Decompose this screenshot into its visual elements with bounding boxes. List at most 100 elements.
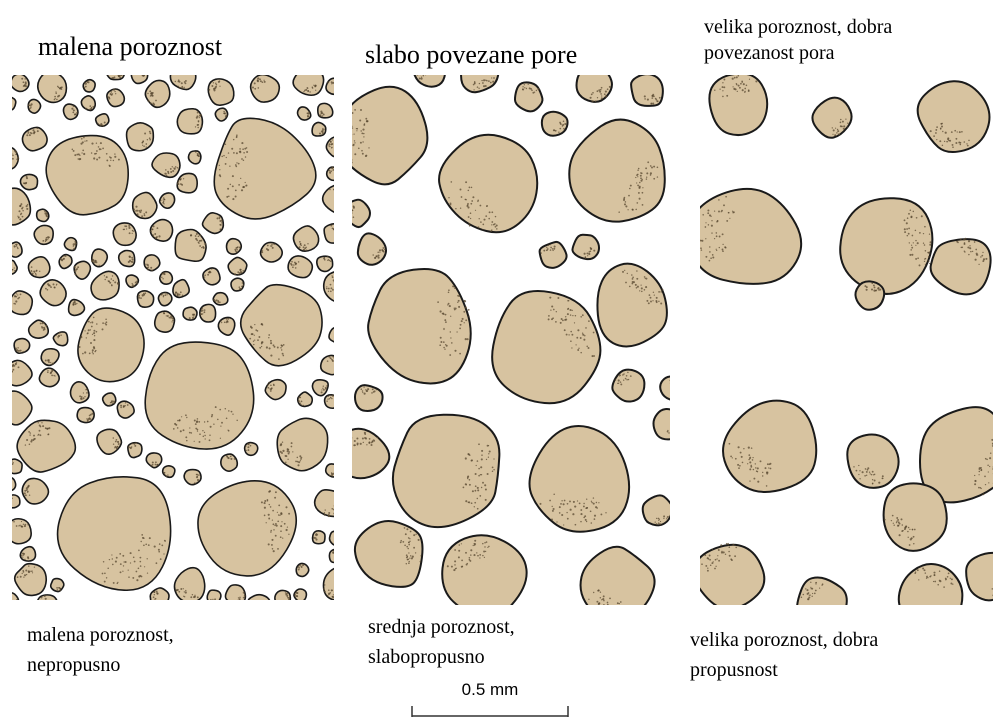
sand-grain	[146, 453, 161, 468]
sand-grain	[840, 198, 932, 294]
sand-grain	[29, 320, 49, 338]
sand-grain	[177, 173, 197, 192]
sand-grain	[812, 98, 851, 138]
sand-grain	[12, 291, 32, 315]
sand-grain	[542, 112, 568, 136]
sand-grain	[653, 409, 670, 439]
sand-grain	[69, 300, 85, 316]
sand-grain	[46, 136, 128, 215]
sand-grain	[91, 249, 107, 267]
sand-grain	[439, 135, 537, 232]
sand-grain	[317, 256, 333, 272]
sand-grain	[709, 75, 767, 135]
sand-grain	[137, 291, 153, 307]
sand-grain	[312, 122, 326, 136]
sand-grain	[330, 531, 334, 545]
sand-grain	[461, 75, 499, 92]
sand-grain	[324, 224, 334, 243]
sand-grain	[53, 332, 67, 346]
sand-grain	[313, 531, 325, 544]
sand-grain	[847, 434, 898, 487]
sand-grain	[321, 355, 334, 374]
sand-grain	[325, 395, 334, 409]
sand-grain	[631, 75, 663, 106]
sand-grain	[530, 426, 630, 532]
sand-grain	[173, 280, 189, 298]
sand-grain	[245, 443, 258, 456]
sand-grain	[158, 292, 171, 305]
sand-grain	[81, 96, 95, 111]
sand-grain	[127, 123, 154, 151]
sand-grain	[12, 188, 30, 225]
sand-grain	[28, 99, 41, 113]
sand-grain	[293, 226, 318, 251]
panel1-caption-line2: nepropusno	[27, 650, 174, 680]
sand-grain	[96, 114, 109, 127]
sand-grain	[133, 192, 157, 218]
sand-grain	[160, 193, 175, 208]
sand-grain	[294, 589, 306, 600]
sand-grain	[352, 429, 389, 479]
scale-bar-group: 0.5 mm	[410, 680, 570, 720]
sand-grain	[20, 547, 35, 561]
low-porosity-grains	[12, 75, 334, 600]
sand-grain	[106, 75, 125, 80]
sand-grain	[208, 79, 234, 105]
sand-grain	[63, 104, 77, 119]
sand-grain	[213, 293, 228, 305]
panel1-caption: malena poroznost, nepropusno	[27, 620, 174, 680]
panel2-caption-line1: srednja poroznost,	[368, 612, 515, 642]
sand-grain	[40, 280, 66, 306]
sand-grain	[275, 590, 290, 600]
sand-grain	[228, 257, 247, 275]
sand-grain	[581, 547, 655, 605]
sand-grain	[277, 418, 327, 470]
sand-grain	[225, 585, 245, 600]
sand-grain	[358, 233, 386, 264]
sand-grain	[492, 291, 600, 403]
sand-grain	[296, 563, 308, 576]
sand-grain	[20, 174, 37, 189]
sand-grain	[126, 275, 138, 287]
sand-grain	[51, 579, 64, 592]
sand-grain	[12, 495, 20, 508]
sand-grain	[298, 392, 313, 406]
sand-grain	[144, 255, 160, 271]
sand-grain	[83, 80, 95, 92]
sand-grain	[327, 167, 334, 181]
sand-grain	[393, 415, 500, 527]
sand-grain	[248, 595, 270, 600]
sand-grain	[324, 271, 334, 302]
sand-grain	[150, 220, 172, 242]
sand-grain	[59, 255, 72, 269]
sand-grain	[177, 109, 202, 134]
sand-grain	[312, 380, 328, 396]
sand-grain	[202, 213, 223, 234]
panel3-title-line1: velika poroznost, dobra	[704, 14, 892, 40]
sand-grain	[12, 519, 31, 544]
sand-grain	[326, 78, 334, 94]
sand-grain	[797, 578, 847, 605]
sand-grain	[12, 97, 16, 111]
sand-grain	[77, 408, 94, 423]
sand-grain	[442, 535, 526, 605]
sand-grain	[577, 75, 612, 102]
panel3-caption: velika poroznost, dobra propusnost	[690, 625, 878, 685]
sand-grain	[117, 401, 134, 418]
scale-bar	[410, 704, 570, 718]
sand-grain	[38, 75, 67, 102]
sand-grain	[174, 568, 204, 600]
sand-grain	[91, 271, 119, 300]
sand-grain	[298, 107, 311, 120]
sand-grain	[12, 242, 22, 257]
sand-grain	[200, 304, 216, 322]
sand-grain	[12, 477, 16, 491]
sand-grain	[12, 459, 22, 473]
sand-grain	[163, 466, 175, 477]
sand-grain	[12, 593, 18, 600]
sand-grain	[39, 368, 59, 387]
sand-grain	[323, 567, 334, 600]
sand-grain	[131, 75, 147, 83]
sand-grain	[855, 281, 884, 309]
sand-grain	[540, 242, 567, 268]
